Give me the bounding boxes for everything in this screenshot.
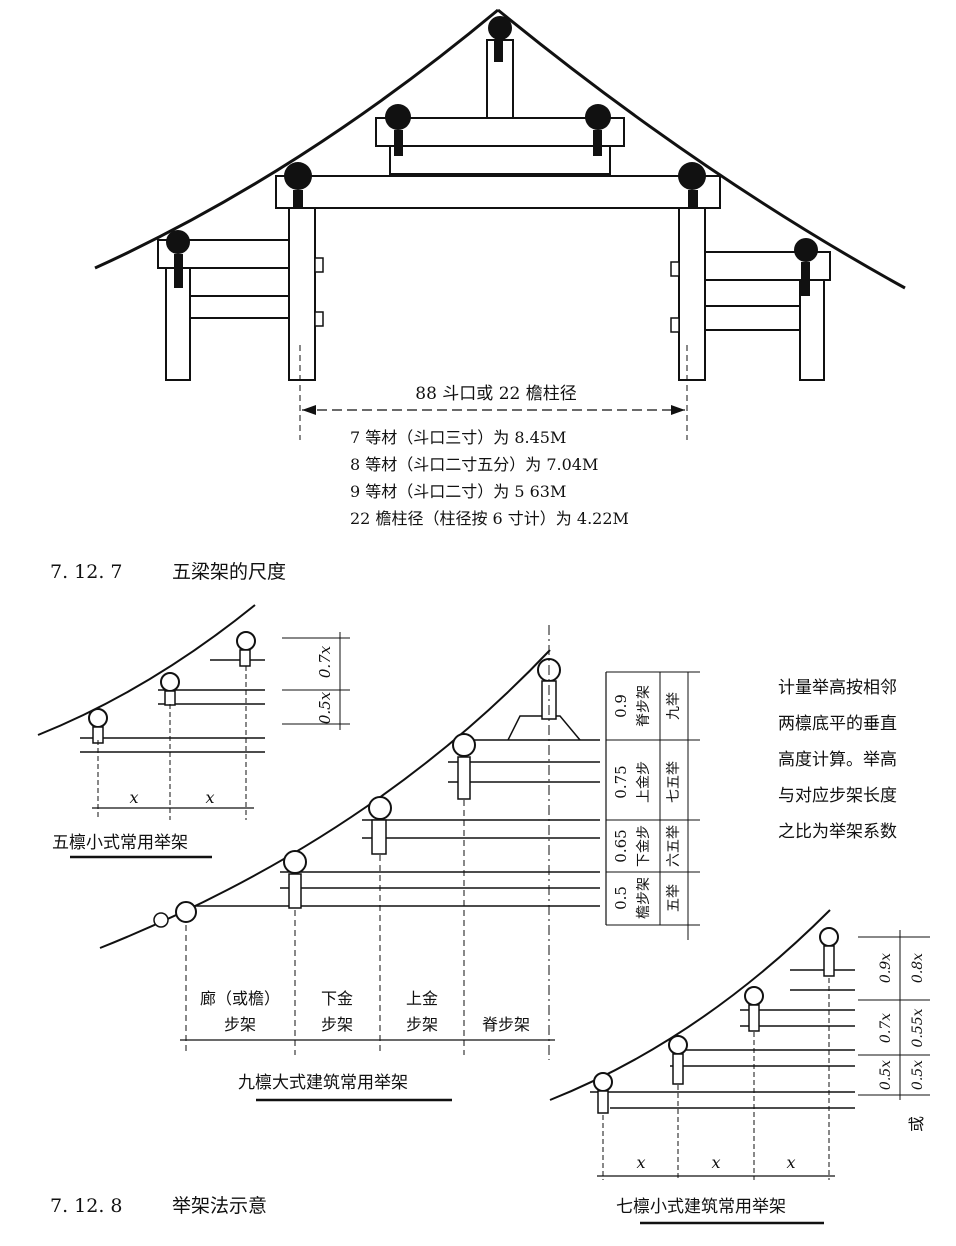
right-eave-column bbox=[799, 279, 825, 381]
nine-bay-label-3b: 步架 bbox=[406, 1015, 438, 1034]
nine-purlin-title: 九檩大式建筑常用举架 bbox=[238, 1073, 408, 1093]
nine-ju-2: 七五举 bbox=[666, 761, 682, 803]
note-text-5: 之比为举架系数 bbox=[778, 822, 897, 842]
upper-purlin-right bbox=[585, 104, 611, 130]
caption-7-12-8-number: 7. 12. 8 bbox=[50, 1195, 123, 1217]
caption-7-12-8-text: 举架法示意 bbox=[172, 1195, 267, 1217]
main-column-right bbox=[678, 207, 706, 381]
note-text-4: 与对应步架长度 bbox=[778, 786, 897, 806]
left-eave-column bbox=[165, 267, 191, 381]
seven-rise-a2: 0.7x bbox=[878, 1013, 894, 1043]
main-column-left bbox=[288, 207, 316, 381]
five-purlin-diagram: x x 0.7x 0.5x 五檩小式常用举架 bbox=[37, 604, 350, 859]
seven-rise-a3: 0.5x bbox=[878, 1060, 894, 1090]
seven-x-label-1: x bbox=[636, 1153, 645, 1172]
main-purlin-right bbox=[678, 162, 706, 190]
upper-beam bbox=[375, 117, 625, 147]
span-label: 88 斗口或 22 檐柱径 bbox=[415, 384, 576, 404]
nine-roof-curve bbox=[99, 649, 551, 949]
note-line-2: 8 等材（斗口二寸五分）为 7.04M bbox=[350, 455, 598, 474]
left-eave-purlin bbox=[166, 230, 190, 254]
nine-ratio-3: 0.65 bbox=[612, 829, 630, 862]
nine-bay-label-2b: 步架 bbox=[321, 1015, 353, 1034]
caption-7-12-7-number: 7. 12. 7 bbox=[50, 561, 123, 583]
calculation-note: 计量举高按相邻 两檩底平的垂直 高度计算。举高 与对应步架长度 之比为举架系数 bbox=[778, 678, 897, 842]
nine-bay-name-2: 上金步 bbox=[636, 761, 652, 803]
nine-bay-label-3a: 上金 bbox=[406, 989, 438, 1008]
seven-purlin-title: 七檩小式建筑常用举架 bbox=[616, 1197, 786, 1217]
seven-x-label-3: x bbox=[786, 1153, 795, 1172]
nine-ju-4: 五举 bbox=[666, 884, 682, 912]
seven-purlin-diagram: x x x 0.9x 0.7x 0.5x 0.8x 0.55x 0.5x 或 七… bbox=[549, 909, 930, 1225]
ridge-purlin bbox=[488, 16, 512, 40]
five-x-label-1: x bbox=[129, 788, 138, 807]
right-eave-purlin bbox=[794, 238, 818, 262]
right-roof-slope bbox=[497, 8, 906, 290]
nine-bay-label-2a: 下金 bbox=[321, 989, 353, 1008]
note-line-1: 7 等材（斗口三寸）为 8.45M bbox=[350, 428, 566, 447]
note-line-4: 22 檐柱径（柱径按 6 寸计）为 4.22M bbox=[350, 509, 629, 528]
left-roof-slope bbox=[94, 8, 499, 270]
nine-bay-name-3: 下金步 bbox=[636, 825, 652, 867]
nine-ratio-1: 0.9 bbox=[612, 694, 630, 718]
nine-bay-name-1: 脊步架 bbox=[636, 685, 652, 727]
five-roof-curve bbox=[37, 604, 256, 736]
five-rise-lower: 0.5x bbox=[316, 691, 334, 724]
seven-x-label-2: x bbox=[711, 1153, 720, 1172]
roof-section-diagram: 88 斗口或 22 檐柱径 7 等材（斗口三寸）为 8.45M 8 等材（斗口二… bbox=[94, 8, 906, 528]
seven-rise-b3: 0.5x bbox=[910, 1060, 926, 1090]
seven-roof-curve bbox=[549, 909, 831, 1101]
main-beam bbox=[275, 175, 721, 209]
seven-rise-a1: 0.9x bbox=[878, 953, 894, 983]
upper-purlin-left bbox=[385, 104, 411, 130]
nine-ratio-4: 0.5 bbox=[612, 886, 630, 910]
main-purlin-left bbox=[284, 162, 312, 190]
nine-ratio-2: 0.75 bbox=[612, 765, 630, 798]
five-purlin-title: 五檩小式常用举架 bbox=[52, 833, 188, 853]
seven-rise-b2: 0.55x bbox=[910, 1008, 926, 1047]
caption-7-12-7-text: 五梁架的尺度 bbox=[172, 561, 286, 583]
note-text-1: 计量举高按相邻 bbox=[778, 678, 897, 698]
note-text-3: 高度计算。举高 bbox=[778, 750, 897, 770]
nine-ju-3: 六五举 bbox=[666, 825, 682, 867]
five-rise-upper: 0.7x bbox=[316, 645, 334, 678]
nine-ju-1: 九举 bbox=[666, 692, 682, 720]
seven-rise-b1: 0.8x bbox=[910, 953, 926, 983]
note-line-3: 9 等材（斗口二寸）为 5 63M bbox=[350, 482, 566, 501]
five-x-label-2: x bbox=[205, 788, 214, 807]
nine-bay-label-1b: 步架 bbox=[224, 1015, 256, 1034]
nine-bay-label-4: 脊步架 bbox=[482, 1015, 530, 1034]
nine-bay-name-4: 檐步架 bbox=[636, 877, 652, 919]
nine-purlin-diagram: 廊（或檐） 步架 下金 步架 上金 步架 脊步架 0.9 0.75 0.65 0… bbox=[99, 625, 700, 1102]
seven-or-label: 或 bbox=[907, 1116, 926, 1132]
nine-bay-label-1a: 廊（或檐） bbox=[200, 989, 280, 1008]
note-text-2: 两檩底平的垂直 bbox=[778, 714, 897, 734]
